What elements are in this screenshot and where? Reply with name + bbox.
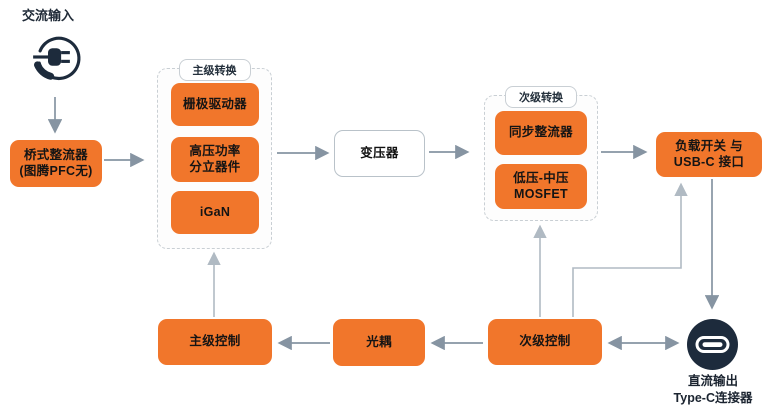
arrow-secondaryctrl-to-loadswitch-elbow: [572, 182, 688, 317]
node-sync-rectifier: 同步整流器: [495, 111, 587, 155]
node-igan: iGaN: [171, 191, 259, 234]
secondary-group-label: 次级转换: [505, 86, 577, 108]
node-optocoupler: 光耦: [333, 319, 425, 366]
usb-c-connector-icon: [687, 319, 738, 370]
node-secondary-control: 次级控制: [488, 319, 602, 365]
ac-plug-icon: [33, 36, 81, 81]
node-hv-power-discretes: 高压功率 分立器件: [171, 137, 259, 182]
node-load-switch-usbc: 负载开关 与 USB-C 接口: [656, 132, 762, 177]
node-bridge-rectifier: 桥式整流器 (图腾PFC无): [10, 140, 102, 187]
node-lv-mv-mosfet: 低压-中压 MOSFET: [495, 164, 587, 209]
ac-input-label: 交流输入: [22, 8, 75, 23]
node-transformer: 变压器: [334, 130, 425, 177]
node-gate-driver: 栅极驱动器: [171, 83, 259, 126]
primary-conversion-group: 主级转换 栅极驱动器 高压功率 分立器件 iGaN: [157, 59, 272, 249]
node-primary-control: 主级控制: [158, 319, 272, 365]
dc-output-label: 直流输出 Type-C连接器: [673, 374, 753, 405]
primary-group-label: 主级转换: [178, 59, 251, 81]
secondary-conversion-group: 次级转换 同步整流器 低压-中压 MOSFET: [484, 86, 598, 221]
